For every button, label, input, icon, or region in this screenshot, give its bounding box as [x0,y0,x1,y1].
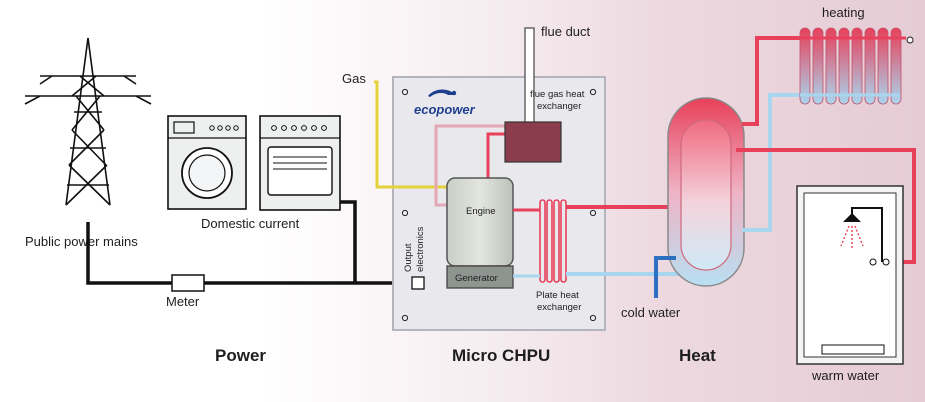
ecopower-brand-label: ecopower [414,102,476,117]
gas-label: Gas [342,71,366,86]
engine-coolant-line [486,132,505,180]
engine-label: Engine [466,206,496,217]
warm-water-label: warm water [811,368,880,383]
heating-flow-line [742,36,800,126]
output-electronics-label-1: Output [403,243,414,272]
plate-heat-exchanger-label-2: exchanger [537,302,581,313]
generator-label: Generator [455,273,498,284]
radiator-icon [799,27,914,105]
plate-heat-exchanger-label-1: Plate heat [536,290,579,301]
heating-return-line [742,93,800,232]
shower-icon [821,207,890,355]
panel-screws [401,88,597,322]
heating-label: heating [822,5,865,20]
output-electronics-box [411,276,425,290]
meter-box [171,274,205,292]
section-title-power: Power [215,346,266,365]
pylon-icon [24,37,152,206]
engine-block [446,177,514,267]
output-electronics-label-2: electronics [415,226,426,272]
meter-label: Meter [166,294,200,309]
flue-gas-heat-exchanger-label-1: flue gas heat [530,89,585,100]
flue-duct-label: flue duct [541,24,591,39]
flue-duct-pipe [524,27,535,127]
domestic-current-label: Domestic current [201,216,300,231]
washing-machine-icon [167,115,247,210]
cold-water-inlet-line [654,256,676,298]
public-power-mains-label: Public power mains [25,234,138,249]
gas-line [374,80,447,189]
tank-inner-coil [680,119,732,271]
stove-icon [259,115,341,211]
plate-heat-exchanger-coils [513,199,567,283]
flue-gas-heat-exchanger-label-2: exchanger [537,101,581,112]
cold-water-label: cold water [621,305,681,320]
section-title-heat: Heat [679,346,716,365]
flue-gas-heat-exchanger-box [504,121,562,163]
section-title-micro-chpu: Micro CHPU [452,346,550,365]
ecopower-logo-icon [428,89,457,97]
